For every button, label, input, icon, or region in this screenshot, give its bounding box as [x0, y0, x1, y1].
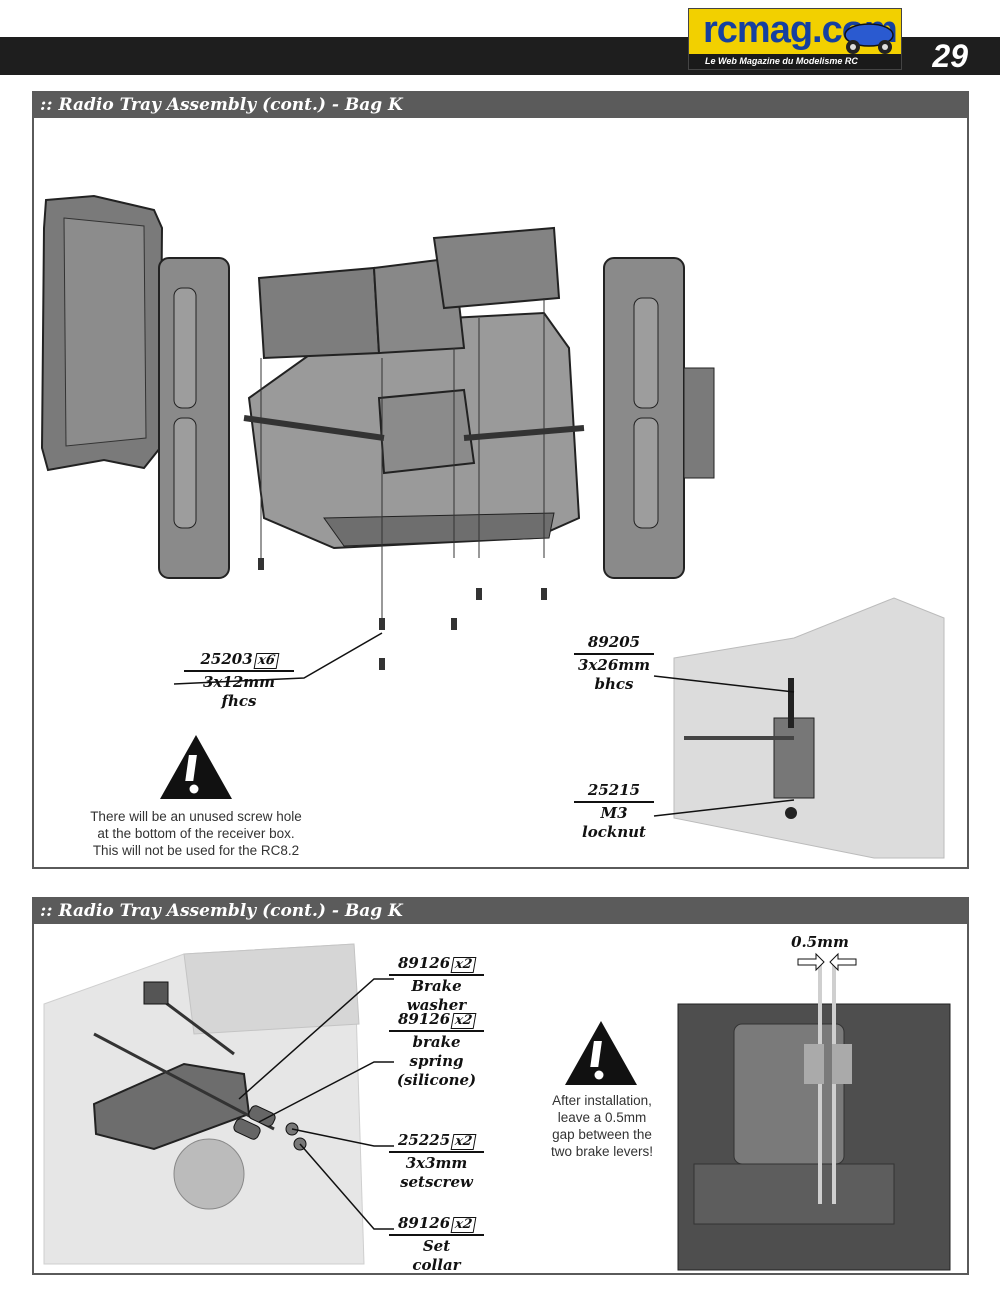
section-title: :: Radio Tray Assembly (cont.) - Bag K [34, 93, 967, 118]
part-number: 25203 [200, 650, 253, 668]
warning-line: gap between the [552, 1127, 652, 1142]
callout-25215: 25215 M3 locknut [574, 781, 654, 842]
part-number: 25225 [398, 1131, 451, 1149]
warning-line: This will not be used for the RC8.2 [92, 843, 300, 858]
callout-line: spring [409, 1052, 464, 1070]
rcmag-logo[interactable]: rcmag.com Le Web Magazine du Modelisme R… [688, 8, 902, 70]
page-number: 29 [932, 38, 968, 74]
callout-line: washer [406, 996, 467, 1014]
callout-type: fhcs [221, 692, 257, 710]
quantity-badge: x2 [450, 1217, 477, 1233]
callout-line: setscrew [400, 1173, 473, 1191]
warning-note: There will be an unused screw hole at th… [46, 808, 346, 859]
logo-tagline: Le Web Magazine du Modelisme RC [689, 54, 901, 69]
warning-line: two brake levers! [550, 1144, 654, 1159]
divider [389, 1030, 484, 1032]
callout-type: bhcs [594, 675, 634, 693]
callout-line: brake [412, 1033, 461, 1051]
warning-note: After installation, leave a 0.5mm gap be… [530, 1092, 674, 1160]
brake-linkage-illustration [43, 943, 951, 1271]
part-number: 89126 [398, 1214, 451, 1232]
callout-line: collar [412, 1256, 461, 1274]
divider [389, 1151, 484, 1153]
callout-line: Brake [411, 977, 462, 995]
part-number: 89126 [398, 954, 451, 972]
divider [389, 974, 484, 976]
quantity-badge: x6 [253, 653, 279, 669]
callout-line: (silicone) [396, 1071, 477, 1089]
divider [389, 1234, 484, 1236]
warning-line: leave a 0.5mm [557, 1110, 647, 1125]
warning-line: There will be an unused screw hole [90, 809, 302, 824]
callout-89205: 89205 3x26mm bhcs [574, 633, 654, 694]
callout-size: M3 [600, 804, 628, 822]
gap-label: 0.5mm [791, 933, 849, 951]
part-number: 89126 [398, 1010, 451, 1028]
chassis-exploded-illustration [40, 194, 945, 859]
section-title: :: Radio Tray Assembly (cont.) - Bag K [34, 899, 967, 924]
callout-size: 3x26mm [578, 656, 650, 674]
divider [184, 670, 294, 672]
callout-type: locknut [582, 823, 646, 841]
quantity-badge: x2 [450, 957, 477, 973]
callout-line: Set [422, 1237, 451, 1255]
warning-line: at the bottom of the receiver box. [97, 826, 295, 841]
part-number: 25215 [587, 781, 641, 799]
warning-icon [160, 735, 232, 799]
quantity-badge: x2 [450, 1013, 477, 1029]
quantity-badge: x2 [450, 1134, 477, 1150]
callout-size: 3x12mm [203, 673, 275, 691]
divider [574, 801, 654, 803]
callout-line: 3x3mm [405, 1154, 468, 1172]
rc-car-icon [844, 23, 894, 54]
section-radio-tray-1: :: Radio Tray Assembly (cont.) - Bag K [32, 91, 969, 869]
section-radio-tray-2: :: Radio Tray Assembly (cont.) - Bag K [32, 897, 969, 1275]
warning-icon [565, 1021, 637, 1085]
warning-line: After installation, [552, 1093, 652, 1108]
part-number: 89205 [587, 633, 641, 651]
divider [574, 653, 654, 655]
